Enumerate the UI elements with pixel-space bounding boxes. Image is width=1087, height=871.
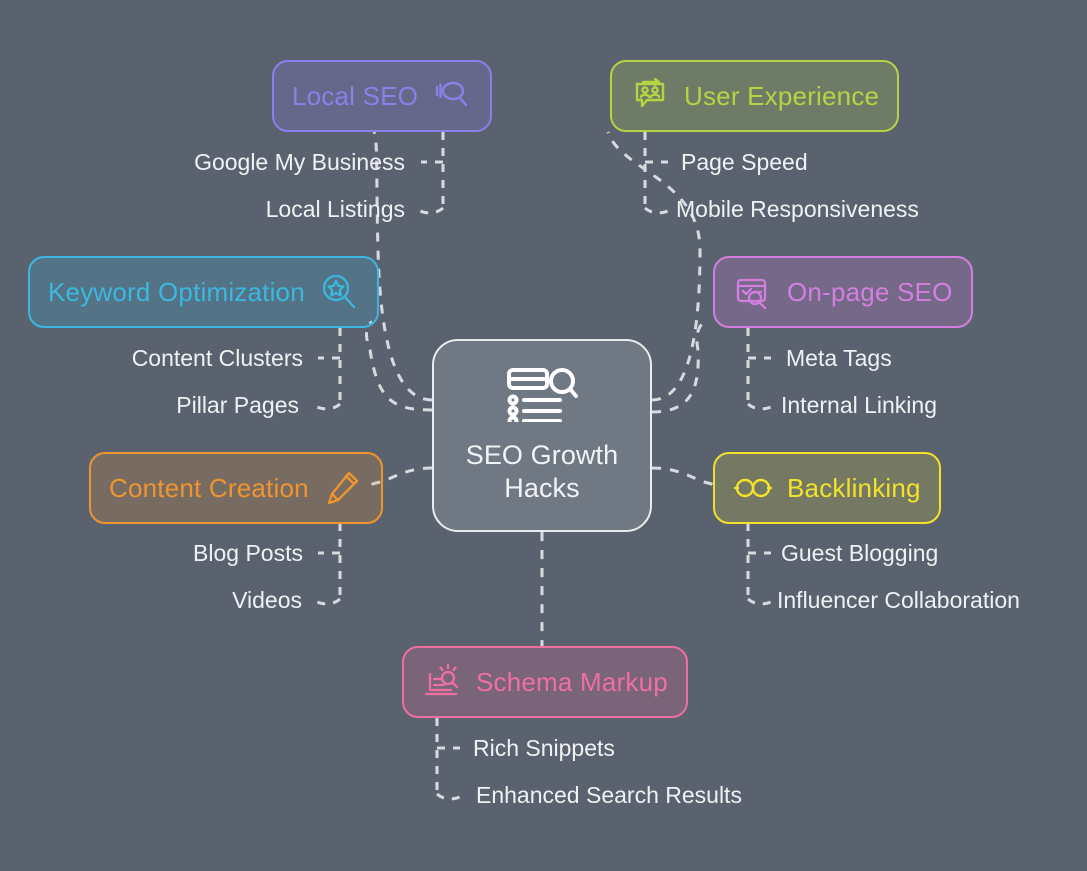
center-node-label: SEO Growth Hacks	[466, 439, 619, 505]
link-center-backlinking	[651, 466, 715, 488]
tick-local-seo-2	[419, 206, 444, 215]
node-content-creation-label: Content Creation	[109, 472, 309, 503]
node-local-seo-label: Local SEO	[292, 80, 419, 111]
sub-google-my-business: Google My Business	[194, 149, 405, 175]
node-content-creation[interactable]: Content Creation	[89, 452, 383, 524]
tick-onpage-2	[747, 402, 772, 411]
sub-enhanced-search-results: Enhanced Search Results	[476, 782, 742, 808]
node-keyword-optimization-label: Keyword Optimization	[48, 276, 305, 307]
tick-schema-2	[436, 792, 461, 801]
link-center-keyword	[365, 320, 433, 412]
node-backlinking-label: Backlinking	[787, 472, 921, 503]
pencil-icon	[323, 468, 363, 508]
browser-search-icon	[733, 272, 773, 312]
users-feedback-icon	[630, 76, 670, 116]
sub-videos: Videos	[232, 587, 302, 613]
sub-content-clusters: Content Clusters	[131, 345, 303, 371]
node-keyword-optimization[interactable]: Keyword Optimization	[28, 256, 379, 328]
tick-backlinking-2	[747, 597, 772, 606]
sub-mobile-responsiveness: Mobile Responsiveness	[676, 196, 919, 222]
map-search-icon	[432, 76, 472, 116]
star-magnifier-icon	[319, 272, 359, 312]
node-on-page-seo-label: On-page SEO	[787, 276, 953, 307]
sub-meta-tags: Meta Tags	[786, 345, 892, 371]
node-schema-markup[interactable]: Schema Markup	[402, 646, 688, 718]
sub-influencer-collaboration: Influencer Collaboration	[777, 587, 1020, 613]
laptop-search-icon	[422, 662, 462, 702]
node-user-experience-label: User Experience	[684, 80, 880, 111]
chain-link-icon	[733, 468, 773, 508]
sub-blog-posts: Blog Posts	[193, 540, 303, 566]
sub-page-speed: Page Speed	[681, 149, 808, 175]
center-node[interactable]: SEO Growth Hacks	[432, 339, 652, 532]
node-user-experience[interactable]: User Experience	[610, 60, 900, 132]
sub-guest-blogging: Guest Blogging	[781, 540, 939, 566]
sub-internal-linking: Internal Linking	[781, 392, 937, 418]
list-search-icon	[506, 366, 578, 427]
tick-content-2	[316, 597, 341, 606]
node-backlinking[interactable]: Backlinking	[713, 452, 941, 524]
node-schema-markup-label: Schema Markup	[476, 666, 668, 697]
center-label-line1: SEO Growth	[465, 440, 619, 470]
tick-keyword-2	[316, 402, 341, 411]
sub-pillar-pages: Pillar Pages	[176, 392, 299, 418]
link-center-onpage	[651, 320, 707, 414]
node-local-seo[interactable]: Local SEO	[272, 60, 493, 132]
sub-rich-snippets: Rich Snippets	[473, 735, 615, 761]
center-label-line2: Hacks	[504, 473, 580, 503]
sub-local-listings: Local Listings	[265, 196, 405, 222]
node-on-page-seo[interactable]: On-page SEO	[713, 256, 973, 328]
tick-ux-2	[644, 206, 669, 215]
